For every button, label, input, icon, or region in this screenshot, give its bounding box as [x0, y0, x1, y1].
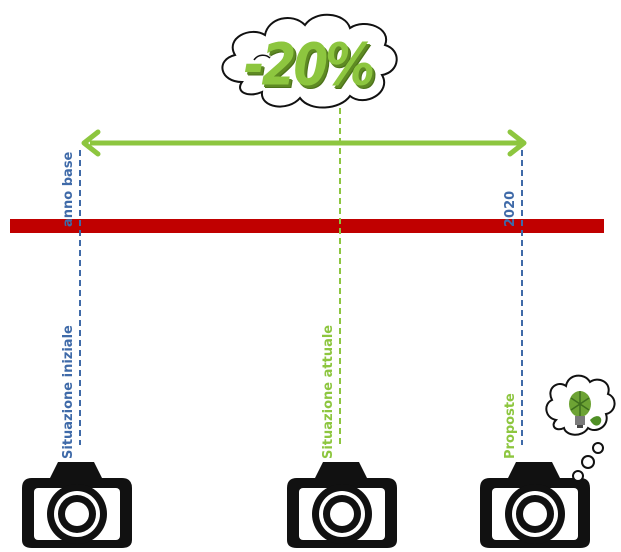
column-label-proposals: Proposte: [503, 393, 518, 459]
camera-icon: [480, 462, 590, 548]
period-arrow: [81, 129, 527, 157]
target-year-label: 2020: [503, 190, 518, 227]
base-year-label: anno base: [61, 151, 76, 227]
camera-icon: [22, 462, 132, 548]
reduction-label: -20%: [243, 31, 375, 99]
column-label-current: Situazione attuale: [321, 324, 336, 459]
lightbulb-icon: [569, 391, 602, 428]
cloud-icon: [221, 13, 398, 109]
threshold-band: [10, 219, 604, 233]
column-label-initial: Situazione iniziale: [61, 325, 76, 459]
camera-icon: [287, 462, 397, 548]
